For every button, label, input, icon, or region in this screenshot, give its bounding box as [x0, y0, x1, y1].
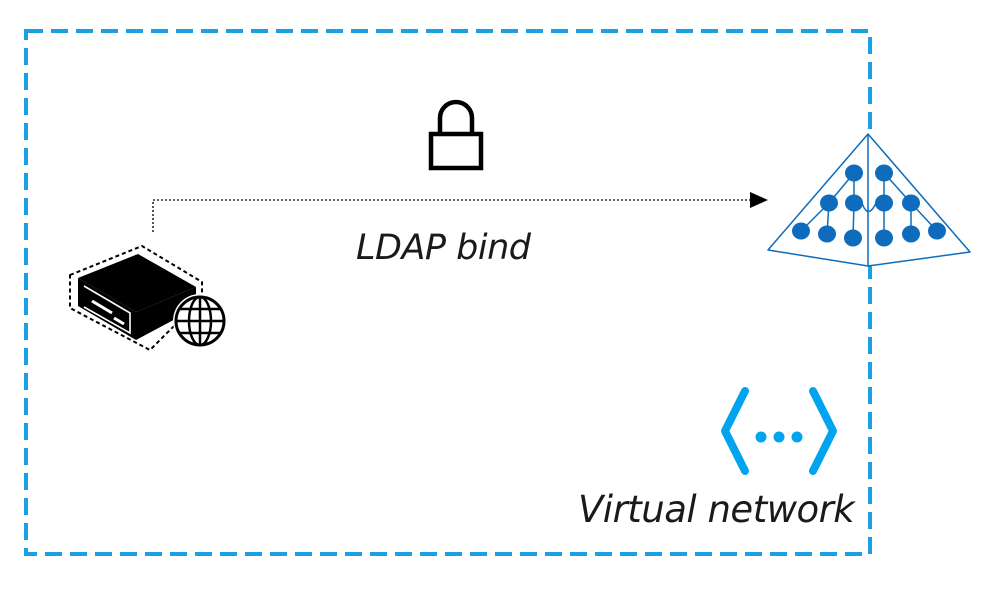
virtual-network-icon	[721, 387, 837, 475]
virtual-network-boundary	[24, 29, 872, 556]
directory-tree-icon	[767, 133, 971, 267]
globe-icon	[173, 294, 227, 348]
lock-icon	[428, 99, 484, 171]
connection-label: LDAP bind	[356, 228, 531, 268]
ldap-bind-connector	[152, 192, 768, 232]
connector-arrowhead	[750, 192, 768, 208]
virtual-machine-server-icon	[69, 245, 203, 351]
virtual-network-label: Virtual network	[578, 488, 855, 531]
